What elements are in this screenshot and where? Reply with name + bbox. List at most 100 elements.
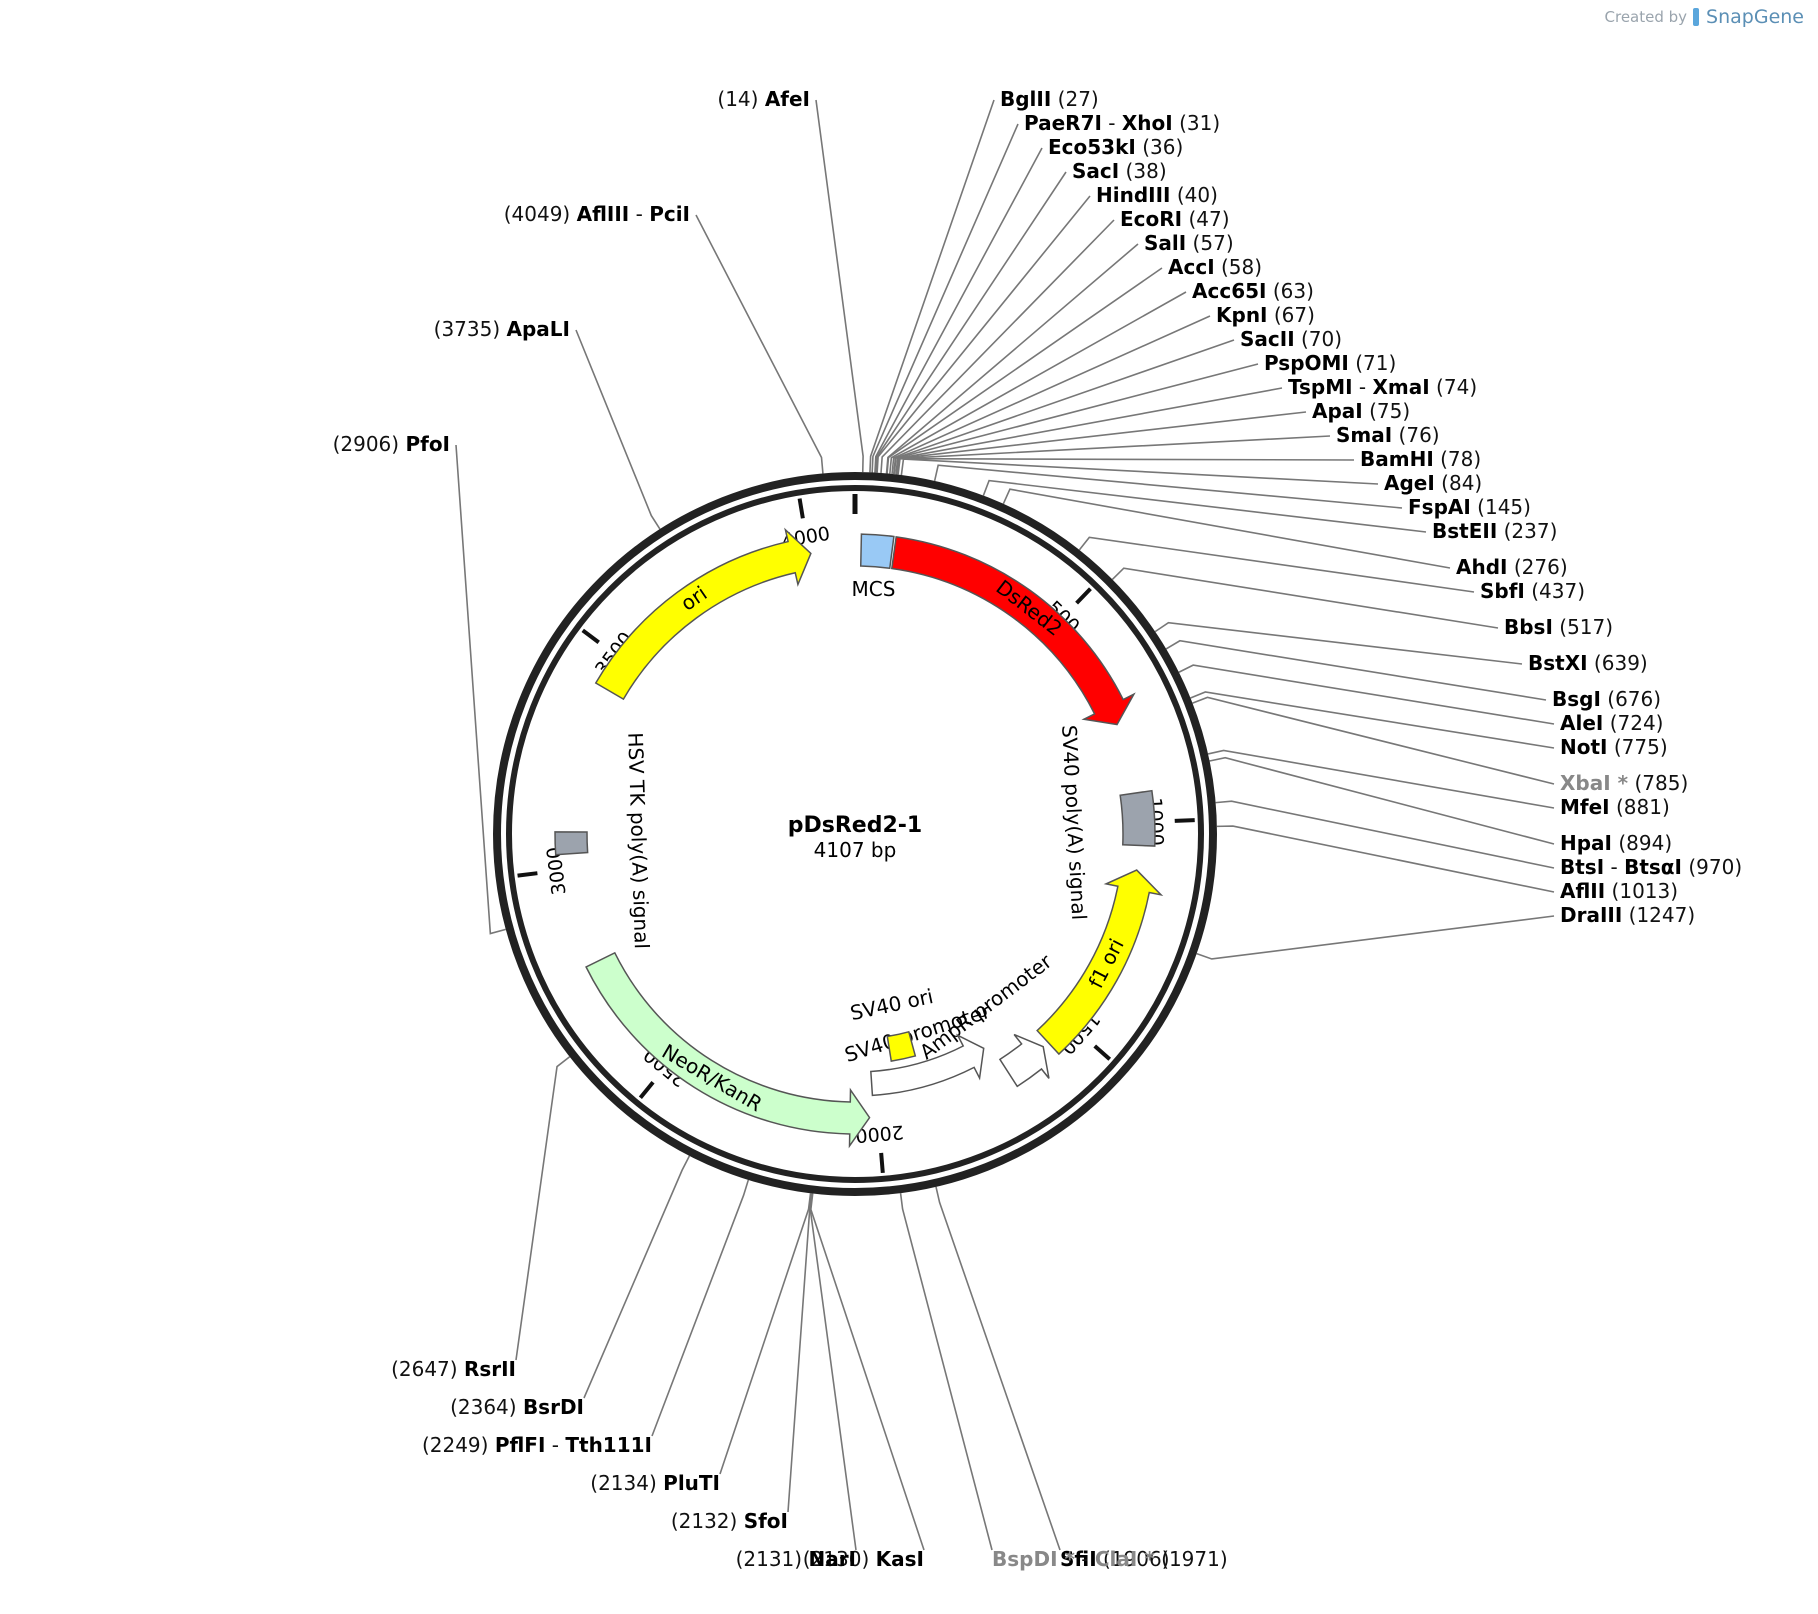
site-acci[interactable]: AccI (58) bbox=[1168, 255, 1262, 279]
svg-text:(2906) PfoI: (2906) PfoI bbox=[333, 432, 450, 456]
svg-text:(2647) RsrII: (2647) RsrII bbox=[391, 1357, 516, 1381]
site-position: (40) bbox=[1170, 183, 1217, 207]
site-ahdi[interactable]: AhdI (276) bbox=[1456, 555, 1568, 579]
site-name: NarI bbox=[808, 1547, 856, 1571]
site-fspai[interactable]: FspAI (145) bbox=[1408, 495, 1531, 519]
site-kasi[interactable]: (2130) KasI bbox=[803, 1547, 924, 1571]
site-position: (639) bbox=[1588, 651, 1648, 675]
site-draiii[interactable]: DraIII (1247) bbox=[1560, 903, 1695, 927]
site-pfoi[interactable]: (2906) PfoI bbox=[333, 432, 450, 456]
site-position: (27) bbox=[1051, 87, 1098, 111]
site-leader bbox=[875, 171, 1067, 473]
site-leader bbox=[874, 147, 1043, 473]
feature-mcs[interactable] bbox=[859, 533, 895, 570]
feature-f1-ori[interactable] bbox=[1036, 869, 1164, 1056]
feature-ampr-promoter[interactable] bbox=[998, 1033, 1050, 1088]
site-kpni[interactable]: KpnI (67) bbox=[1216, 303, 1315, 327]
site-agei[interactable]: AgeI (84) bbox=[1384, 471, 1482, 495]
site-leader bbox=[1215, 800, 1555, 869]
site-pflfi[interactable]: (2249) PflFI - Tth111I bbox=[422, 1433, 652, 1457]
svg-text:SacI (38): SacI (38) bbox=[1072, 159, 1167, 183]
site-name: SalI bbox=[1144, 231, 1186, 255]
site-rsrii[interactable]: (2647) RsrII bbox=[391, 1357, 516, 1381]
site-apai[interactable]: ApaI (75) bbox=[1312, 399, 1410, 423]
site-position: (31) bbox=[1173, 111, 1220, 135]
site-bsrdi[interactable]: (2364) BsrDI bbox=[450, 1395, 584, 1419]
site-leader bbox=[1078, 536, 1475, 593]
svg-text:FspAI (145): FspAI (145) bbox=[1408, 495, 1531, 519]
feature-ori[interactable] bbox=[594, 527, 812, 701]
site-bglii[interactable]: BglII (27) bbox=[1000, 87, 1099, 111]
svg-text:AleI (724): AleI (724) bbox=[1560, 711, 1663, 735]
site-sali[interactable]: SalI (57) bbox=[1144, 231, 1234, 255]
site-bspdi[interactable]: BspDI * - ClaI * (1971) bbox=[992, 1547, 1228, 1571]
plasmid-backbone bbox=[493, 472, 1217, 1196]
feature-sv40-promoter[interactable] bbox=[870, 1033, 985, 1097]
site-eco53ki[interactable]: Eco53kI (36) bbox=[1048, 135, 1183, 159]
site-name: BspDI bbox=[992, 1547, 1058, 1571]
svg-text:TspMI - XmaI (74): TspMI - XmaI (74) bbox=[1288, 375, 1477, 399]
site-xbai[interactable]: XbaI * (785) bbox=[1560, 771, 1688, 795]
site-hpai[interactable]: HpaI (894) bbox=[1560, 831, 1672, 855]
tick-mark bbox=[879, 1152, 885, 1174]
site-name: BamHI bbox=[1360, 447, 1434, 471]
site-name2: PciI bbox=[649, 202, 690, 226]
site-sfoi[interactable]: (2132) SfoI bbox=[671, 1509, 788, 1533]
site-sacii[interactable]: SacII (70) bbox=[1240, 327, 1342, 351]
site-pspomi[interactable]: PspOMI (71) bbox=[1264, 351, 1396, 375]
site-bamhi[interactable]: BamHI (78) bbox=[1360, 447, 1481, 471]
svg-text:DraIII (1247): DraIII (1247) bbox=[1560, 903, 1695, 927]
site-leader bbox=[891, 315, 1211, 474]
site-position: (76) bbox=[1392, 423, 1439, 447]
feature-sv40-poly-a-signal[interactable] bbox=[1119, 789, 1156, 847]
site-nari[interactable]: (2131) NarI bbox=[736, 1547, 856, 1571]
svg-text:PspOMI (71): PspOMI (71) bbox=[1264, 351, 1396, 375]
site-position: (2364) bbox=[450, 1395, 523, 1419]
svg-text:(2130) KasI: (2130) KasI bbox=[803, 1547, 924, 1571]
site-acc65i[interactable]: Acc65I (63) bbox=[1192, 279, 1314, 303]
site-leader bbox=[455, 444, 506, 935]
site-mfei[interactable]: MfeI (881) bbox=[1560, 795, 1670, 819]
site-star: * bbox=[1058, 1547, 1076, 1571]
site-saci[interactable]: SacI (38) bbox=[1072, 159, 1167, 183]
site-afliii[interactable]: (4049) AflIII - PciI bbox=[504, 202, 690, 226]
site-leader bbox=[815, 99, 864, 473]
site-position: (36) bbox=[1136, 135, 1183, 159]
tick-mark bbox=[517, 871, 538, 878]
site-afei[interactable]: (14) AfeI bbox=[717, 87, 810, 111]
site-bstxi[interactable]: BstXI (639) bbox=[1528, 651, 1648, 675]
site-pluti[interactable]: (2134) PluTI bbox=[590, 1471, 720, 1495]
site-paer7i[interactable]: PaeR7I - XhoI (31) bbox=[1024, 111, 1220, 135]
site-bsteii[interactable]: BstEII (237) bbox=[1432, 519, 1557, 543]
feature-neor-kanr[interactable] bbox=[585, 951, 871, 1149]
svg-text:(4049) AflIII - PciI: (4049) AflIII - PciI bbox=[504, 202, 690, 226]
site-sbfi[interactable]: SbfI (437) bbox=[1480, 579, 1585, 603]
feature-dsred2[interactable] bbox=[890, 535, 1136, 726]
site-sfii[interactable]: SfiI (1906) bbox=[1060, 1547, 1170, 1571]
site-leader bbox=[1207, 749, 1555, 809]
site-leader bbox=[871, 123, 1019, 473]
site-leader-lines bbox=[455, 99, 1555, 1551]
site-btsi[interactable]: BtsI - BtsαI (970) bbox=[1560, 855, 1742, 879]
tick-mark bbox=[581, 628, 600, 644]
site-position: (437) bbox=[1525, 579, 1585, 603]
site-aflii[interactable]: AflII (1013) bbox=[1560, 879, 1678, 903]
site-position: (38) bbox=[1119, 159, 1166, 183]
site-tspmi[interactable]: TspMI - XmaI (74) bbox=[1288, 375, 1477, 399]
svg-text:MfeI (881): MfeI (881) bbox=[1560, 795, 1670, 819]
site-bsgi[interactable]: BsgI (676) bbox=[1552, 687, 1661, 711]
feature-hsv-tk-poly-a-signal[interactable] bbox=[554, 831, 589, 856]
svg-text:BtsI - BtsαI (970): BtsI - BtsαI (970) bbox=[1560, 855, 1742, 879]
site-apali[interactable]: (3735) ApaLI bbox=[434, 317, 570, 341]
site-ecori[interactable]: EcoRI (47) bbox=[1120, 207, 1230, 231]
site-name: SfoI bbox=[744, 1509, 788, 1533]
site-alei[interactable]: AleI (724) bbox=[1560, 711, 1663, 735]
site-noti[interactable]: NotI (775) bbox=[1560, 735, 1668, 759]
site-smai[interactable]: SmaI (76) bbox=[1336, 423, 1440, 447]
feature-sv40-ori[interactable] bbox=[886, 1030, 917, 1062]
site-bbsi[interactable]: BbsI (517) bbox=[1504, 615, 1613, 639]
site-leader bbox=[900, 458, 1379, 485]
site-hindiii[interactable]: HindIII (40) bbox=[1096, 183, 1218, 207]
svg-text:BbsI (517): BbsI (517) bbox=[1504, 615, 1613, 639]
